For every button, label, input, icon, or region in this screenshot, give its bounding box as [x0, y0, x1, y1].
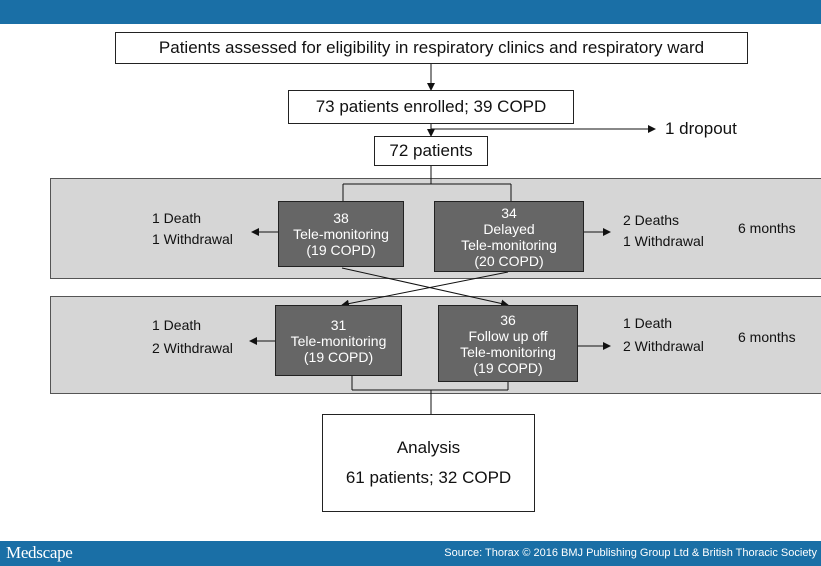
eligibility-box: Patients assessed for eligibility in res…: [115, 32, 748, 64]
phase2-telemonitoring-box: 31 Tele-monitoring (19 COPD): [275, 305, 402, 376]
phase2-right-copd: (19 COPD): [473, 359, 543, 376]
enrolled-box: 73 patients enrolled; 39 COPD: [288, 90, 574, 124]
patients-box: 72 patients: [374, 136, 488, 166]
phase2-right-count: 36: [500, 311, 516, 328]
phase1-right-count: 34: [501, 204, 517, 221]
phase1-left-deaths: 1 Death: [152, 210, 202, 226]
phase1-telemonitoring-box: 38 Tele-monitoring (19 COPD): [278, 201, 404, 267]
phase1-left-outcomes: 1 Death 1 Withdrawal: [152, 208, 233, 250]
phase1-right-outcomes: 2 Deaths 1 Withdrawal: [623, 210, 704, 252]
phase2-left-arm: Tele-monitoring: [290, 332, 387, 349]
phase1-right-copd: (20 COPD): [474, 252, 544, 269]
eligibility-text: Patients assessed for eligibility in res…: [158, 38, 705, 57]
phase2-right-arm-2: Tele-monitoring: [460, 343, 556, 360]
phase1-delayed-box: 34 Delayed Tele-monitoring (20 COPD): [434, 201, 584, 272]
phase2-left-outcomes: 1 Death 2 Withdrawal: [152, 315, 233, 359]
footer-bar: Medscape Source: Thorax © 2016 BMJ Publi…: [0, 541, 821, 566]
dropout-label: 1 dropout: [665, 119, 737, 138]
patients-text: 72 patients: [389, 141, 473, 160]
phase2-duration: 6 months: [738, 329, 796, 345]
phase1-right-deaths: 2 Deaths: [623, 212, 680, 228]
medscape-logo[interactable]: Medscape: [6, 543, 73, 562]
phase1-duration: 6 months: [738, 220, 796, 236]
phase2-right-arm: Follow up off: [468, 327, 548, 344]
phase1-left-withdrawals: 1 Withdrawal: [152, 231, 233, 247]
header-bar: [0, 0, 821, 24]
phase1-left-arm: Tele-monitoring: [293, 226, 389, 242]
phase1-left-count: 38: [333, 210, 349, 226]
phase2-followup-box: 36 Follow up off Tele-monitoring (19 COP…: [438, 305, 578, 382]
phase2-right-outcomes: 1 Death 2 Withdrawal: [623, 313, 704, 357]
analysis-box: Analysis 61 patients; 32 COPD: [322, 414, 535, 512]
phase2-left-copd: (19 COPD): [303, 348, 374, 365]
phase2-left-deaths: 1 Death: [152, 317, 202, 333]
phase1-left-copd: (19 COPD): [306, 242, 376, 258]
phase1-right-arm: Delayed: [483, 220, 535, 237]
enrolled-text: 73 patients enrolled; 39 COPD: [315, 97, 547, 116]
analysis-title: Analysis: [396, 438, 461, 457]
analysis-result: 61 patients; 32 COPD: [345, 468, 512, 487]
phase2-left-withdrawals: 2 Withdrawal: [152, 340, 233, 356]
phase2-right-deaths: 1 Death: [623, 315, 673, 331]
phase2-left-count: 31: [330, 316, 347, 333]
phase1-right-arm-2: Tele-monitoring: [461, 236, 557, 253]
source-credit: Source: Thorax © 2016 BMJ Publishing Gro…: [444, 547, 817, 559]
phase1-right-withdrawals: 1 Withdrawal: [623, 233, 704, 249]
phase2-right-withdrawals: 2 Withdrawal: [623, 338, 704, 354]
phase2-band: [50, 296, 821, 394]
